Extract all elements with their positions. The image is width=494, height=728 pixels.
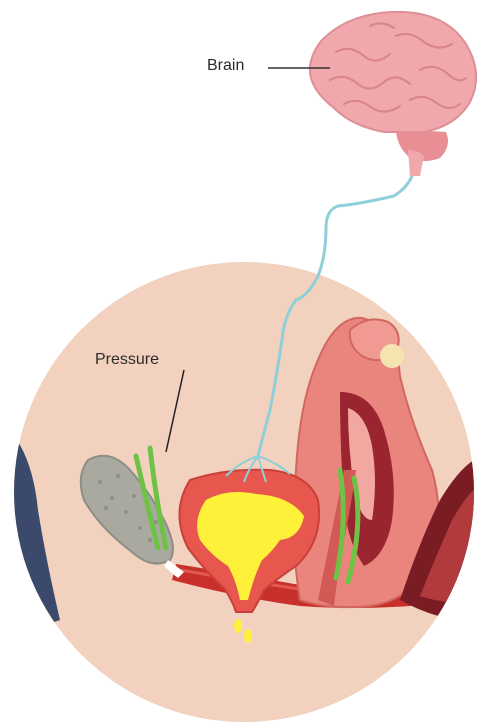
brain-label: Brain — [207, 57, 244, 75]
ovary-follicle — [380, 344, 404, 368]
brain-icon — [310, 12, 476, 176]
pressure-label: Pressure — [95, 351, 159, 369]
brain-shape — [310, 12, 476, 132]
